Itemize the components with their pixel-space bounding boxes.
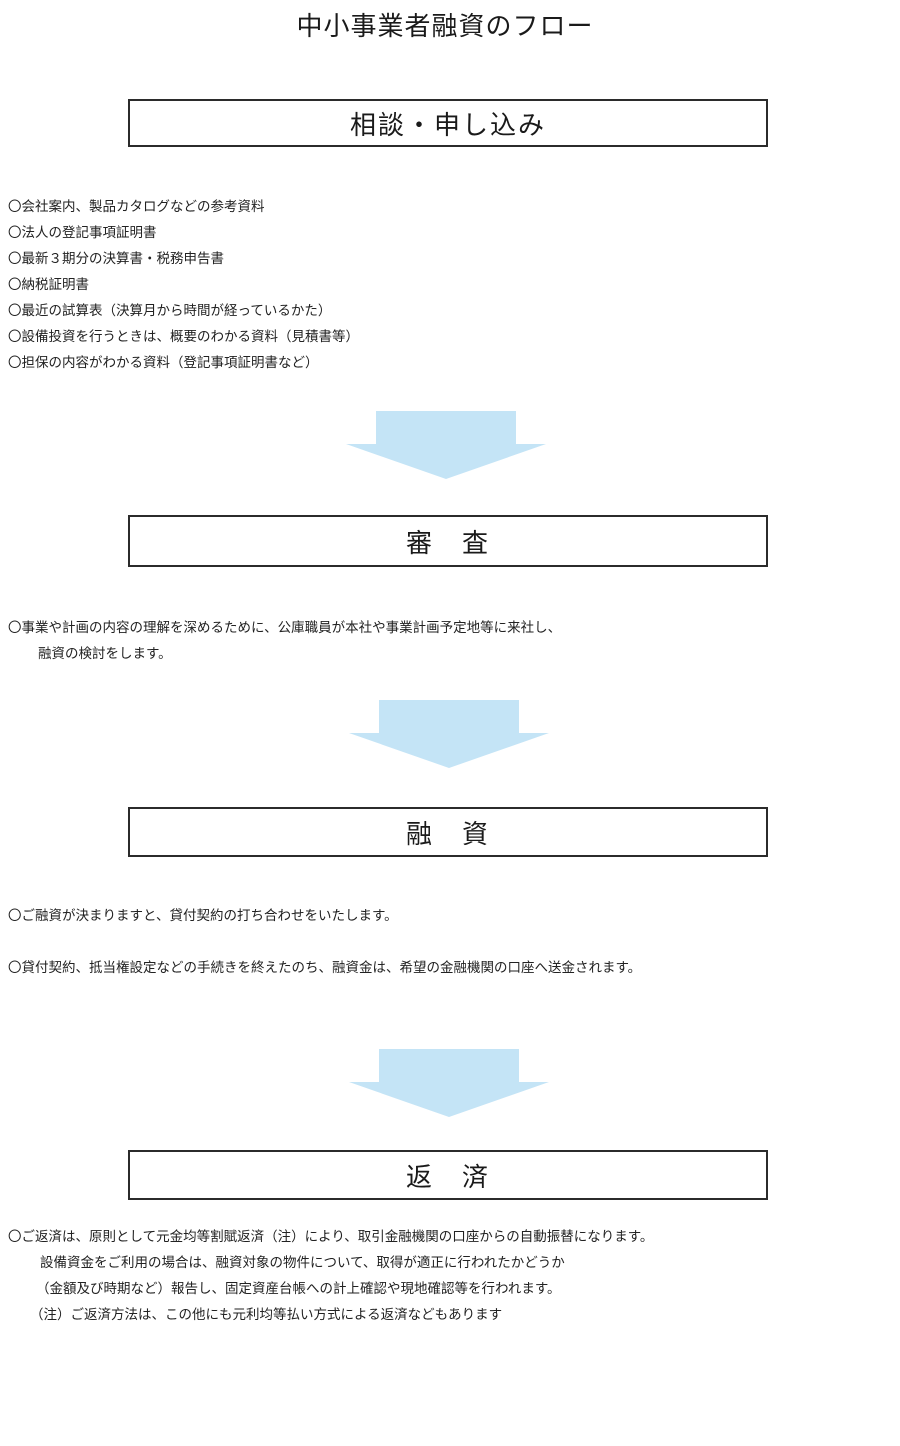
list-item: 〇ご返済は、原則として元金均等割賦返済（注）により、取引金融機関の口座からの自動… [8, 1229, 654, 1245]
down-arrow-icon [349, 1049, 549, 1117]
down-arrow-shape [349, 700, 549, 768]
down-arrow-icon [346, 411, 546, 479]
list-item: 〇最近の試算表（決算月から時間が経っているかた） [8, 303, 332, 319]
step-box-repayment: 返 済 [128, 1150, 768, 1200]
step-box-review: 審 査 [128, 515, 768, 567]
list-item: 〇会社案内、製品カタログなどの参考資料 [8, 199, 265, 215]
list-item: 設備資金をご利用の場合は、融資対象の物件について、取得が適正に行われたかどうか [40, 1255, 565, 1271]
list-item: 〇設備投資を行うときは、概要のわかる資料（見積書等） [8, 329, 359, 345]
step-label-review: 審 査 [405, 528, 490, 559]
down-arrow-shape [346, 411, 546, 479]
step-box-consultation: 相談・申し込み [128, 99, 768, 147]
list-item: （注）ご返済方法は、この他にも元利均等払い方式による返済などもあります [30, 1307, 503, 1323]
list-item: 〇最新３期分の決算書・税務申告書 [8, 251, 224, 267]
step-label-consultation: 相談・申し込み [349, 110, 546, 141]
list-item: 〇事業や計画の内容の理解を深めるために、公庫職員が本社や事業計画予定地等に来社し… [8, 620, 562, 636]
list-item: 〇ご融資が決まりますと、貸付契約の打ち合わせをいたします。 [8, 908, 398, 924]
step-label-financing: 融 資 [405, 819, 490, 850]
repayment-description: 〇ご返済は、原則として元金均等割賦返済（注）により、取引金融機関の口座からの自動… [8, 1224, 653, 1328]
step-box-financing: 融 資 [128, 807, 768, 857]
page-title: 中小事業者融資のフロー [296, 12, 594, 42]
financing-description: 〇ご融資が決まりますと、貸付契約の打ち合わせをいたします。 〇貸付契約、抵当権設… [8, 903, 641, 981]
review-description: 〇事業や計画の内容の理解を深めるために、公庫職員が本社や事業計画予定地等に来社し… [8, 615, 561, 667]
list-item: 〇法人の登記事項証明書 [8, 225, 157, 241]
consultation-documents-list: 〇会社案内、製品カタログなどの参考資料 〇法人の登記事項証明書 〇最新３期分の決… [8, 194, 359, 376]
step-label-repayment: 返 済 [405, 1162, 490, 1193]
list-item: 〇貸付契約、抵当権設定などの手続きを終えたのち、融資金は、希望の金融機関の口座へ… [8, 960, 642, 976]
list-item: （金額及び時期など）報告し、固定資産台帳への計上確認や現地確認等を行われます。 [36, 1281, 561, 1297]
down-arrow-icon [349, 700, 549, 768]
down-arrow-shape [349, 1049, 549, 1117]
list-spacer [8, 929, 641, 955]
list-item: 〇担保の内容がわかる資料（登記事項証明書など） [8, 355, 319, 371]
list-item: 融資の検討をします。 [38, 646, 172, 662]
list-item: 〇納税証明書 [8, 277, 89, 293]
